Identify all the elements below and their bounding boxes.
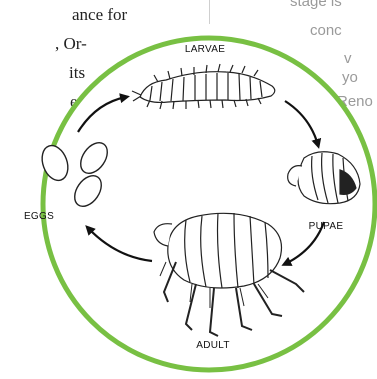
stage-label-pupae: PUPAE [309, 221, 344, 232]
stage-label-larvae: LARVAE [185, 44, 225, 55]
stage-label-adult: ADULT [196, 340, 230, 351]
stage-label-eggs: EGGS [24, 211, 54, 222]
